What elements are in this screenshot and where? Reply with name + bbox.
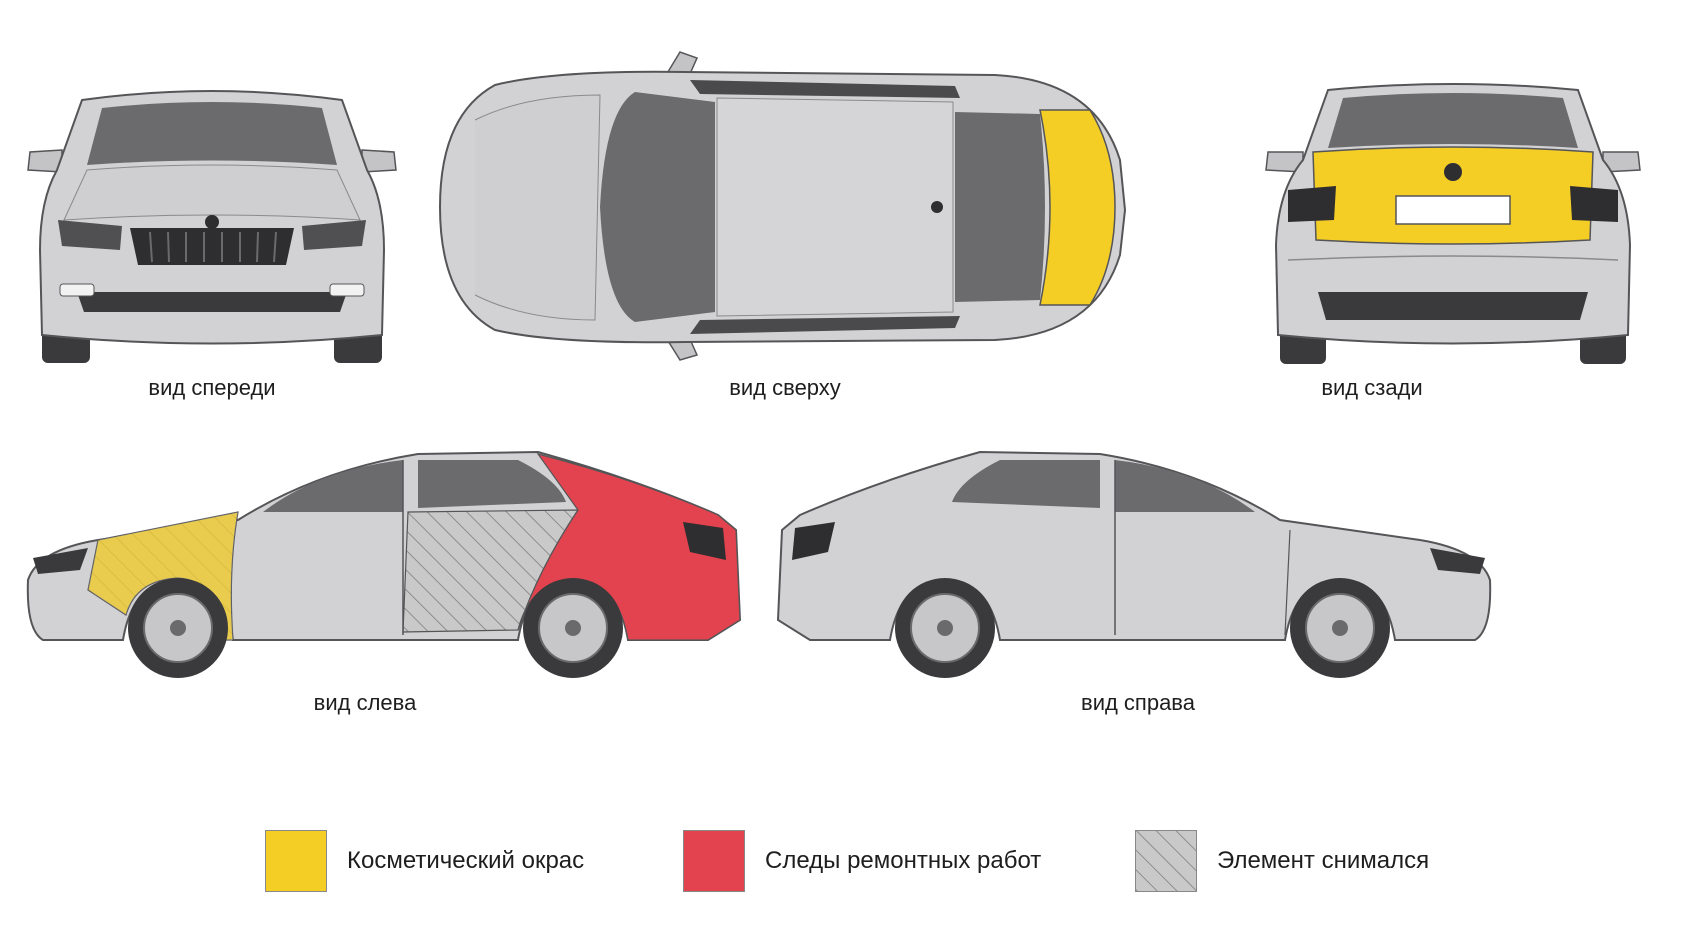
right-view (770, 440, 1500, 690)
legend-cosmetic-paint: Косметический окрас (265, 830, 584, 892)
legend-element-removed: Элемент снимался (1135, 830, 1429, 892)
legend-swatch-element-removed (1135, 830, 1197, 892)
rear-diffuser (1318, 292, 1588, 320)
front-right-headlight (302, 220, 366, 250)
top-trunk-lid-cosmetic-paint (1039, 109, 1116, 306)
legend-swatch-cosmetic-paint (265, 830, 327, 892)
top-windshield (600, 92, 715, 322)
front-logo (205, 215, 219, 229)
rear-logo (1444, 163, 1462, 181)
legend-label-cosmetic-paint: Косметический окрас (347, 847, 585, 874)
rear-window (1328, 93, 1578, 148)
left-view-caption: вид слева (313, 690, 417, 715)
front-windshield (87, 102, 337, 165)
top-rear-window (955, 112, 1045, 302)
rear-view-caption: вид сзади (1321, 375, 1423, 400)
front-view-caption: вид спереди (148, 375, 276, 400)
rear-left-taillight (1288, 186, 1336, 222)
left-rear-window (418, 460, 566, 508)
top-view-caption: вид сверху (729, 375, 841, 400)
top-view (435, 50, 1135, 365)
front-grille (130, 228, 294, 265)
left-view (18, 440, 748, 690)
front-left-headlight (58, 220, 122, 250)
left-front-window (263, 460, 403, 512)
legend-label-element-removed: Элемент снимался (1217, 847, 1430, 874)
rear-plate (1395, 195, 1511, 225)
right-front-window (1115, 460, 1255, 512)
rear-view (1258, 80, 1648, 370)
legend-swatch-repair-traces (683, 830, 745, 892)
rear-right-taillight (1570, 186, 1618, 222)
legend-label-repair-traces: Следы ремонтных работ (765, 847, 1042, 874)
legend-repair-traces: Следы ремонтных работ (683, 830, 1041, 892)
top-roof (716, 97, 954, 317)
right-rear-window (952, 460, 1100, 508)
right-view-caption: вид справа (1081, 690, 1195, 715)
front-lower-grille (77, 292, 347, 312)
front-view (22, 80, 402, 370)
